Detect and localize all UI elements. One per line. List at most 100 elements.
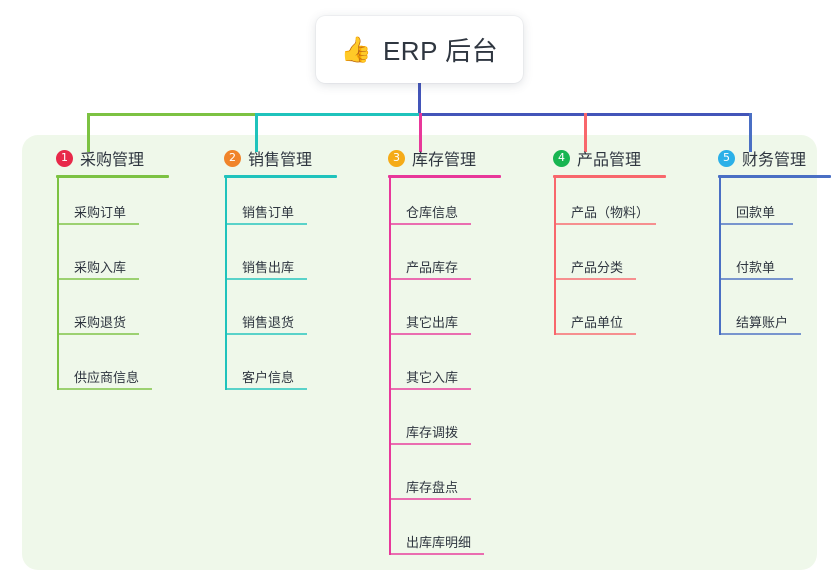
branch-item-label: 产品（物料） bbox=[571, 205, 650, 220]
branch-header-2[interactable]: 2 销售管理 bbox=[208, 146, 337, 170]
branch-item-rule bbox=[57, 223, 139, 225]
branch-item-label: 仓库信息 bbox=[406, 205, 459, 220]
branch-items: 仓库信息产品库存其它出库其它入库库存调拨库存盘点出库库明细 bbox=[372, 178, 501, 563]
branch-item[interactable]: 结算账户 bbox=[702, 288, 831, 343]
branch-item-rule bbox=[719, 223, 793, 225]
branch-item-label: 其它入库 bbox=[406, 370, 459, 385]
branch-column-3: 3 库存管理仓库信息产品库存其它出库其它入库库存调拨库存盘点出库库明细 bbox=[372, 146, 501, 563]
branch-title: 产品管理 bbox=[577, 152, 642, 169]
branch-item-rule bbox=[554, 278, 636, 280]
branch-header-rule bbox=[56, 175, 169, 178]
branch-item-rule bbox=[225, 388, 307, 390]
branch-item-rule bbox=[389, 443, 471, 445]
branch-item-rule bbox=[57, 278, 139, 280]
branch-number-badge: 3 bbox=[388, 149, 405, 167]
branch-item-label: 销售订单 bbox=[242, 205, 295, 220]
branch-header-4[interactable]: 4 产品管理 bbox=[537, 146, 666, 170]
branch-header-3[interactable]: 3 库存管理 bbox=[372, 146, 501, 170]
branch-number-badge: 2 bbox=[224, 149, 241, 167]
branch-item-rule bbox=[554, 333, 636, 335]
branch-items: 采购订单采购入库采购退货供应商信息 bbox=[40, 178, 169, 398]
branch-items: 产品（物料） 产品分类产品单位 bbox=[537, 178, 666, 343]
branch-item-label: 销售退货 bbox=[242, 315, 295, 330]
branch-item-rule bbox=[389, 388, 471, 390]
branch-header-rule bbox=[224, 175, 337, 178]
branch-column-4: 4 产品管理产品（物料） 产品分类产品单位 bbox=[537, 146, 666, 343]
branch-item-rule bbox=[57, 388, 152, 390]
branch-item-rule bbox=[389, 333, 471, 335]
thumbs-up-icon: 👍 bbox=[340, 35, 372, 64]
branch-column-1: 1 采购管理采购订单采购入库采购退货供应商信息 bbox=[40, 146, 169, 398]
branch-item[interactable]: 采购入库 bbox=[40, 233, 169, 288]
branch-item-label: 产品分类 bbox=[571, 260, 624, 275]
branch-item[interactable]: 客户信息 bbox=[208, 343, 337, 398]
branch-spine bbox=[719, 178, 721, 335]
branch-item[interactable]: 付款单 bbox=[702, 233, 831, 288]
branch-header-rule bbox=[553, 175, 666, 178]
branch-item-label: 采购订单 bbox=[74, 205, 127, 220]
branch-item-label: 销售出库 bbox=[242, 260, 295, 275]
branches-panel bbox=[22, 135, 817, 570]
branch-header-rule bbox=[388, 175, 501, 178]
root-node[interactable]: 👍 ERP 后台 bbox=[316, 16, 523, 83]
branch-item-label: 库存盘点 bbox=[406, 480, 459, 495]
branch-item-label: 采购退货 bbox=[74, 315, 127, 330]
branch-title: 销售管理 bbox=[248, 152, 313, 169]
branch-item[interactable]: 产品分类 bbox=[537, 233, 666, 288]
branch-item[interactable]: 出库库明细 bbox=[372, 508, 501, 563]
root-node-content: 👍 ERP 后台 bbox=[341, 31, 498, 68]
branch-item[interactable]: 销售订单 bbox=[208, 178, 337, 233]
branch-item-label: 产品单位 bbox=[571, 315, 624, 330]
branch-spine bbox=[225, 178, 227, 390]
branch-spine bbox=[389, 178, 391, 555]
branch-items: 销售订单销售出库销售退货客户信息 bbox=[208, 178, 337, 398]
branch-item[interactable]: 其它出库 bbox=[372, 288, 501, 343]
branch-header-rule bbox=[718, 175, 831, 178]
branch-item-label: 库存调拨 bbox=[406, 425, 459, 440]
branch-item-label: 付款单 bbox=[736, 260, 776, 275]
branch-item[interactable]: 产品（物料） bbox=[537, 178, 666, 233]
branch-item-label: 客户信息 bbox=[242, 370, 295, 385]
branch-item-rule bbox=[389, 553, 484, 555]
branch-item-label: 产品库存 bbox=[406, 260, 459, 275]
branch-item-label: 供应商信息 bbox=[74, 370, 140, 385]
branch-header-1[interactable]: 1 采购管理 bbox=[40, 146, 169, 170]
branch-header-5[interactable]: 5 财务管理 bbox=[702, 146, 831, 170]
branch-item-rule bbox=[389, 278, 471, 280]
branch-item-label: 出库库明细 bbox=[406, 535, 472, 550]
branch-item-rule bbox=[719, 278, 793, 280]
branch-number-badge: 5 bbox=[718, 149, 735, 167]
branch-item-rule bbox=[554, 223, 656, 225]
branch-item[interactable]: 采购退货 bbox=[40, 288, 169, 343]
branch-item[interactable]: 销售出库 bbox=[208, 233, 337, 288]
branch-item-label: 结算账户 bbox=[736, 315, 789, 330]
branch-spine bbox=[57, 178, 59, 390]
branch-item[interactable]: 产品单位 bbox=[537, 288, 666, 343]
branch-item-label: 回款单 bbox=[736, 205, 776, 220]
branch-item-label: 采购入库 bbox=[74, 260, 127, 275]
branch-item[interactable]: 采购订单 bbox=[40, 178, 169, 233]
branch-title: 采购管理 bbox=[80, 152, 145, 169]
branch-item[interactable]: 产品库存 bbox=[372, 233, 501, 288]
branch-item-label: 其它出库 bbox=[406, 315, 459, 330]
branch-spine bbox=[554, 178, 556, 335]
branch-title: 库存管理 bbox=[412, 152, 477, 169]
branch-number-badge: 4 bbox=[553, 149, 570, 167]
root-title: ERP 后台 bbox=[382, 36, 499, 66]
branch-item-rule bbox=[389, 223, 471, 225]
branch-number-badge: 1 bbox=[56, 149, 73, 167]
branch-item-rule bbox=[225, 333, 307, 335]
branch-item-rule bbox=[57, 333, 139, 335]
branch-item[interactable]: 库存调拨 bbox=[372, 398, 501, 453]
branch-item-rule bbox=[389, 498, 471, 500]
branch-item[interactable]: 回款单 bbox=[702, 178, 831, 233]
branch-item-rule bbox=[225, 278, 307, 280]
branch-item[interactable]: 销售退货 bbox=[208, 288, 337, 343]
branch-item[interactable]: 其它入库 bbox=[372, 343, 501, 398]
branch-title: 财务管理 bbox=[742, 152, 807, 169]
branch-item[interactable]: 仓库信息 bbox=[372, 178, 501, 233]
branch-item[interactable]: 库存盘点 bbox=[372, 453, 501, 508]
branch-item[interactable]: 供应商信息 bbox=[40, 343, 169, 398]
branch-item-rule bbox=[719, 333, 801, 335]
branch-column-2: 2 销售管理销售订单销售出库销售退货客户信息 bbox=[208, 146, 337, 398]
